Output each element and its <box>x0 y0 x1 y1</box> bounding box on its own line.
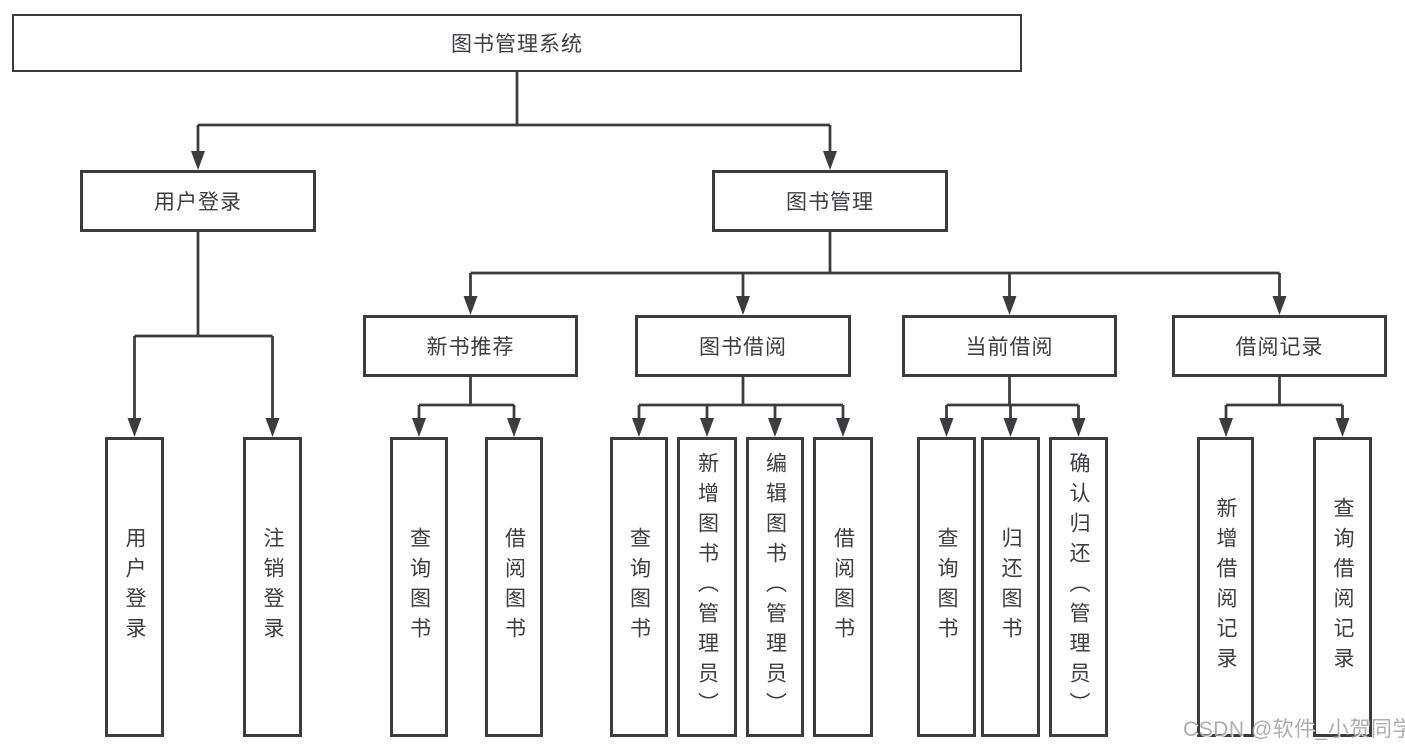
node-label: 注销登录 <box>261 527 284 647</box>
node-book-borrow: 图书借阅 <box>635 315 851 377</box>
node-leaf-records-query-record: 查询借阅记录 <box>1313 437 1372 737</box>
node-label: 用户登录 <box>154 191 242 214</box>
node-label: 查询图书 <box>407 527 431 647</box>
node-leaf-current-confirm-return-admin: 确认归还（管理员） <box>1049 437 1108 737</box>
node-borrow-records: 借阅记录 <box>1172 315 1387 377</box>
node-leaf-newbooks-borrow-book: 借阅图书 <box>485 437 543 737</box>
node-label: 图书管理系统 <box>451 33 583 56</box>
node-label: 用户登录 <box>123 527 146 647</box>
node-book-management: 图书管理 <box>712 170 948 232</box>
node-leaf-newbooks-query-book: 查询图书 <box>390 437 448 737</box>
node-leaf-current-query-book: 查询图书 <box>917 437 976 737</box>
node-leaf-current-return-book: 归还图书 <box>981 437 1040 737</box>
node-leaf-user-login: 用户登录 <box>105 437 164 737</box>
node-label: 查询图书 <box>935 527 958 647</box>
node-label: 当前借阅 <box>965 336 1054 359</box>
node-leaf-logout: 注销登录 <box>243 437 302 737</box>
node-leaf-borrow-edit-book-admin: 编辑图书（管理员） <box>746 437 804 737</box>
node-current-borrow: 当前借阅 <box>902 315 1117 377</box>
node-label: 确认归还（管理员） <box>1067 452 1090 722</box>
node-new-book-recommend: 新书推荐 <box>363 315 578 377</box>
node-label: 借阅记录 <box>1235 336 1324 359</box>
node-label: 图书管理 <box>786 191 874 214</box>
node-leaf-borrow-query-book: 查询图书 <box>610 437 668 737</box>
node-label: 新书推荐 <box>426 336 515 359</box>
node-label: 借阅图书 <box>831 527 855 647</box>
node-leaf-records-add-record: 新增借阅记录 <box>1197 437 1254 737</box>
node-leaf-borrow-borrow-book: 借阅图书 <box>813 437 873 737</box>
node-label: 编辑图书（管理员） <box>763 452 787 722</box>
node-user-login: 用户登录 <box>80 170 316 232</box>
node-label: 新增借阅记录 <box>1214 497 1237 677</box>
node-library-management-system: 图书管理系统 <box>12 14 1022 72</box>
node-label: 查询借阅记录 <box>1331 497 1354 677</box>
node-label: 归还图书 <box>999 527 1022 647</box>
csdn-watermark: CSDN @软件_小贺同学 <box>1183 718 1405 741</box>
node-label: 图书借阅 <box>699 336 787 359</box>
node-label: 借阅图书 <box>502 527 526 647</box>
node-label: 查询图书 <box>627 527 651 647</box>
arrowheads <box>127 151 1350 437</box>
node-leaf-borrow-add-book-admin: 新增图书（管理员） <box>677 437 737 737</box>
node-label: 新增图书（管理员） <box>695 452 719 722</box>
